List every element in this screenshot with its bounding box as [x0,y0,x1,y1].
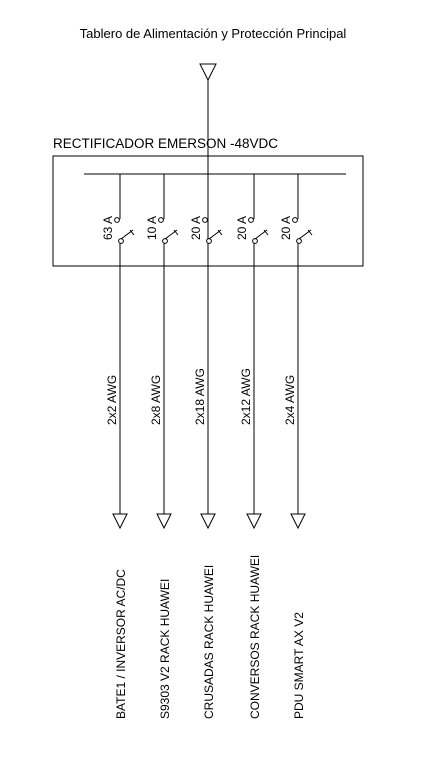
breaker-mark [173,229,179,236]
circuit-group: 63 A 2x2 AWG BATE1 / INVERSOR AC/DC 10 A 2x8… [101,174,313,719]
cable-spec: 2x4 AWG [283,375,297,425]
supply-arrow-icon [199,63,217,82]
diagram-title: Tablero de Alimentación y Protección Pri… [80,26,347,41]
breaker-contact [296,238,302,244]
breaker-contact [248,217,254,223]
breaker-rating: 20 A [235,216,249,240]
breaker-mark [129,229,135,236]
breaker-rating: 20 A [189,216,203,240]
load-name: S9303 V2 RACK HUAWEI [158,579,172,719]
breaker-rating: 63 A [101,216,115,240]
load-arrow-icon [290,513,306,530]
circuit-3: 20 A 2x18 AWG CRUSADAS RACK HUAWEI [189,174,223,719]
load-name: CRUSADAS RACK HUAWEI [202,565,216,719]
cable-spec: 2x2 AWG [105,375,119,425]
main-supply-feed [199,63,217,248]
rectifier-label: RECTIFICADOR EMERSON -48VDC [53,136,278,151]
breaker-contact [292,217,298,223]
breaker-rating: 20 A [279,216,293,240]
breaker-contact [252,238,258,244]
breaker-contact [158,217,164,223]
load-name: CONVERSOS RACK HUAWEI [248,555,262,719]
load-arrow-icon [156,513,172,530]
breaker-mark [263,229,269,236]
load-arrow-icon [112,513,128,530]
cable-spec: 2x8 AWG [149,375,163,425]
circuit-1: 63 A 2x2 AWG BATE1 / INVERSOR AC/DC [101,174,135,719]
breaker-contact [206,238,212,244]
load-name: BATE1 / INVERSOR AC/DC [114,569,128,719]
load-arrow-icon [200,513,216,530]
breaker-contact [114,217,120,223]
breaker-contact [202,217,208,223]
circuit-2: 10 A 2x8 AWG S9303 V2 RACK HUAWEI [145,174,179,719]
breaker-rating: 10 A [145,216,159,240]
load-arrow-icon [246,513,262,530]
cable-spec: 2x18 AWG [193,368,207,425]
breaker-mark [217,229,223,236]
breaker-contact [118,238,124,244]
breaker-mark [307,229,313,236]
breaker-contact [162,238,168,244]
circuit-4: 20 A 2x12 AWG CONVERSOS RACK HUAWEI [235,174,269,719]
cable-spec: 2x12 AWG [239,368,253,425]
circuit-5: 20 A 2x4 AWG PDU SMART AX V2 [279,174,313,719]
load-name: PDU SMART AX V2 [292,612,306,719]
